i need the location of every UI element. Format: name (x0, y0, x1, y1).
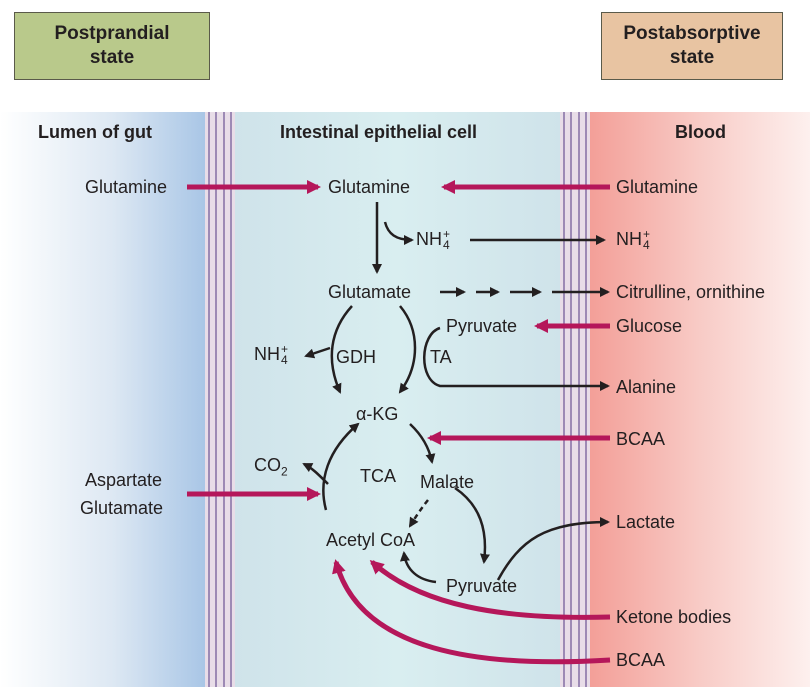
blood-region (590, 112, 810, 687)
arrow-pyruvate-acetyl (399, 551, 437, 584)
nh4-cell-subscript: 4 (443, 238, 450, 253)
co2-text: CO (254, 455, 281, 475)
lactate-label: Lactate (616, 512, 676, 532)
pyruvate-top-label: Pyruvate (446, 316, 518, 336)
ketone-bodies-label: Ketone bodies (616, 607, 732, 627)
tca-label: TCA (360, 466, 396, 486)
arrow-gdh (330, 305, 353, 394)
lumen-region (0, 112, 205, 687)
glutamate-label: Glutamate (328, 282, 412, 302)
postprandial-line2: state (89, 47, 135, 68)
nh4-left-subscript: 4 (281, 353, 288, 368)
arrow-ta (398, 305, 417, 394)
arrow-lactate (496, 517, 610, 581)
co2-subscript: 2 (281, 464, 288, 479)
arrow-co2 (302, 462, 329, 485)
bcaa-bottom-label: BCAA (616, 650, 666, 670)
arrow-alanine (423, 326, 610, 391)
glutamate-lumen-label: Glutamate (80, 498, 164, 518)
arrow-tca-cycle (322, 422, 360, 511)
arrow-malate-acetyl (408, 499, 429, 528)
postabsorptive-line1: Postabsorptive (623, 23, 761, 44)
glucose-label: Glucose (616, 316, 683, 336)
gdh-label: GDH (336, 347, 376, 367)
alanine-label: Alanine (616, 377, 677, 397)
compartment-background (0, 112, 810, 687)
postabsorptive-line2: state (669, 47, 715, 68)
nh4-left-label: NH+4 (254, 342, 289, 368)
arrow-nh4-release (383, 221, 414, 245)
nh4-blood-label: NH+4 (616, 227, 651, 253)
nh4-left-text: NH (254, 344, 280, 364)
nh4-cell-label: NH+4 (416, 227, 451, 253)
arrow-ketone (369, 559, 611, 620)
lumen-header: Lumen of gut (38, 122, 152, 142)
nh4-blood-text: NH (616, 229, 642, 249)
arrow-bcaa-bottom (332, 559, 611, 665)
postabsorptive-state-box: Postabsorptive state (601, 12, 783, 80)
nh4-cell-charge: + (443, 227, 451, 242)
postprandial-line1: Postprandial (54, 23, 170, 44)
arrow-akg-malate (409, 423, 436, 464)
arrow-nh4-left (304, 346, 331, 359)
bcaa-top-label: BCAA (616, 429, 666, 449)
glutamine-cell-label: Glutamine (328, 177, 411, 197)
pyruvate-bottom-label: Pyruvate (446, 576, 518, 596)
aspartate-label: Aspartate (85, 470, 163, 490)
citrulline-label: Citrulline, ornithine (616, 282, 766, 302)
ta-label: TA (430, 347, 452, 367)
glutamine-lumen-label: Glutamine (85, 177, 168, 197)
akg-label: α-KG (356, 404, 399, 424)
arrow-malate-pyruvate (454, 486, 490, 564)
malate-label: Malate (420, 472, 475, 492)
nh4-blood-subscript: 4 (643, 238, 650, 253)
cell-region (235, 112, 560, 687)
co2-label: CO2 (254, 455, 288, 482)
nh4-left-charge: + (281, 342, 289, 357)
blood-header: Blood (675, 122, 726, 142)
postprandial-state-box: Postprandial state (14, 12, 210, 80)
nh4-blood-charge: + (643, 227, 651, 242)
nh4-cell-text: NH (416, 229, 442, 249)
cell-header: Intestinal epithelial cell (280, 122, 478, 142)
acetyl-coa-label: Acetyl CoA (326, 530, 416, 550)
glutamine-blood-label: Glutamine (616, 177, 699, 197)
